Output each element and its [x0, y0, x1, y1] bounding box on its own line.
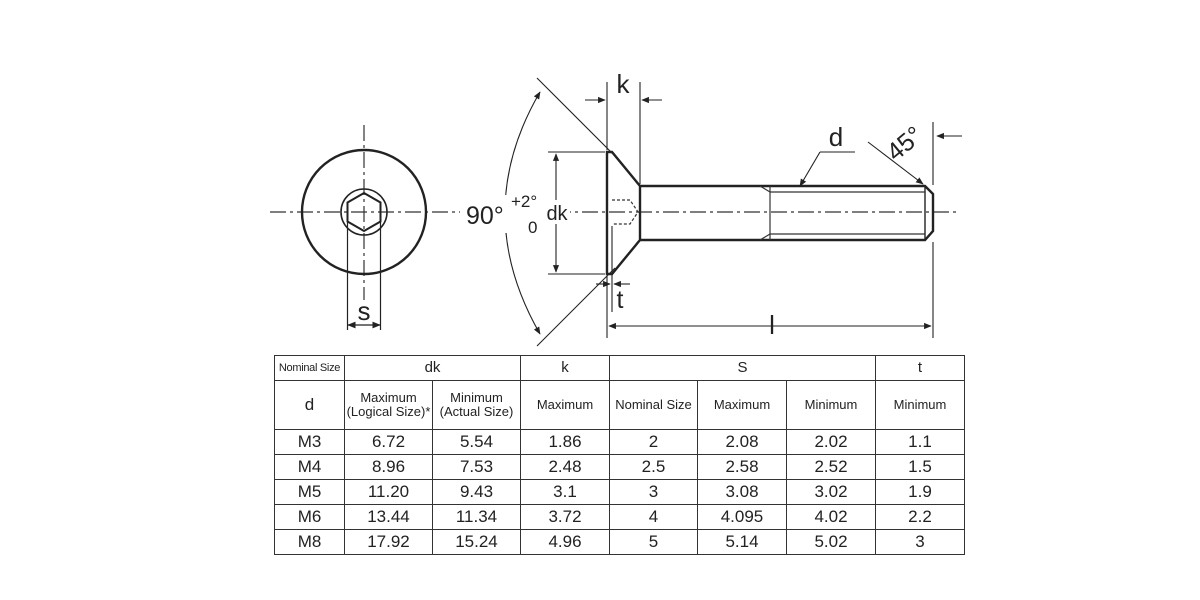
cell-k-max: 2.48 [520, 454, 610, 480]
cell-s-nominal: 2.5 [609, 454, 698, 480]
cell-t-min: 3 [875, 529, 965, 555]
cell-t-min: 1.1 [875, 429, 965, 455]
cell-dk-max: 11.20 [344, 479, 433, 505]
cell-t-min: 1.5 [875, 454, 965, 480]
cell-k-max: 3.1 [520, 479, 610, 505]
cell-s-min: 3.02 [786, 479, 876, 505]
t-label: t [617, 286, 624, 314]
header-k: k [520, 355, 610, 381]
subheader-s-nominal: Nominal Size [609, 380, 698, 430]
k-label: k [617, 69, 631, 99]
angle-45-label: 45° [881, 121, 928, 167]
dk-label: dk [546, 203, 568, 225]
table-header-row: Nominal Size dk k S t [274, 355, 965, 381]
cell-dk-max: 6.72 [344, 429, 433, 455]
cell-dk-min: 9.43 [432, 479, 521, 505]
cell-s-max: 2.08 [697, 429, 787, 455]
subheader-s-max: Maximum [697, 380, 787, 430]
cell-dk-max: 8.96 [344, 454, 433, 480]
cell-dk-min: 5.54 [432, 429, 521, 455]
subheader-k-max: Maximum [520, 380, 610, 430]
cell-t-min: 2.2 [875, 504, 965, 530]
l-label: l [769, 310, 775, 340]
table-subheader-row: d Maximum (Logical Size)* Minimum (Actua… [274, 380, 965, 430]
subheader-t-min: Minimum [875, 380, 965, 430]
cell-dk-min: 11.34 [432, 504, 521, 530]
header-s: S [609, 355, 876, 381]
cell-s-min: 2.52 [786, 454, 876, 480]
cell-dk-max: 17.92 [344, 529, 433, 555]
cell-dk-min: 7.53 [432, 454, 521, 480]
screw-shank [640, 184, 935, 242]
cell-size: M6 [274, 504, 345, 530]
hex-socket [346, 191, 382, 233]
cell-dk-min: 15.24 [432, 529, 521, 555]
cell-size: M5 [274, 479, 345, 505]
cell-s-max: 5.14 [697, 529, 787, 555]
cell-s-nominal: 5 [609, 529, 698, 555]
screw-technical-drawing: s k 90° +2° 0 d [270, 69, 962, 347]
cell-s-min: 5.02 [786, 529, 876, 555]
header-t: t [875, 355, 965, 381]
cell-s-max: 2.58 [697, 454, 787, 480]
end-view: s [270, 125, 460, 330]
s-label: s [358, 296, 371, 326]
subheader-d: d [274, 380, 345, 430]
cell-dk-max: 13.44 [344, 504, 433, 530]
cell-s-min: 4.02 [786, 504, 876, 530]
cell-size: M8 [274, 529, 345, 555]
cell-s-nominal: 4 [609, 504, 698, 530]
cell-s-nominal: 2 [609, 429, 698, 455]
cell-s-nominal: 3 [609, 479, 698, 505]
cell-t-min: 1.9 [875, 479, 965, 505]
header-dk: dk [344, 355, 521, 381]
subheader-s-min: Minimum [786, 380, 876, 430]
angle-90-tolerance-lower: 0 [528, 218, 537, 237]
subheader-dk-max: Maximum (Logical Size)* [344, 380, 433, 430]
cell-s-max: 3.08 [697, 479, 787, 505]
dimension-table: Nominal Size dk k S t d Maximum (Logical… [274, 355, 965, 555]
cell-s-max: 4.095 [697, 504, 787, 530]
cell-k-max: 1.86 [520, 429, 610, 455]
cell-size: M3 [274, 429, 345, 455]
header-nominal-size: Nominal Size [274, 355, 345, 381]
cell-k-max: 3.72 [520, 504, 610, 530]
angle-90-label: 90° [466, 202, 504, 230]
d-label: d [829, 122, 843, 152]
cell-s-min: 2.02 [786, 429, 876, 455]
angle-90-tolerance-upper: +2° [511, 192, 537, 211]
head-outline-circle [300, 148, 428, 276]
side-view: k 90° +2° 0 dk t l d 45° [462, 69, 962, 347]
cell-k-max: 4.96 [520, 529, 610, 555]
cell-size: M4 [274, 454, 345, 480]
subheader-dk-min: Minimum (Actual Size) [432, 380, 521, 430]
